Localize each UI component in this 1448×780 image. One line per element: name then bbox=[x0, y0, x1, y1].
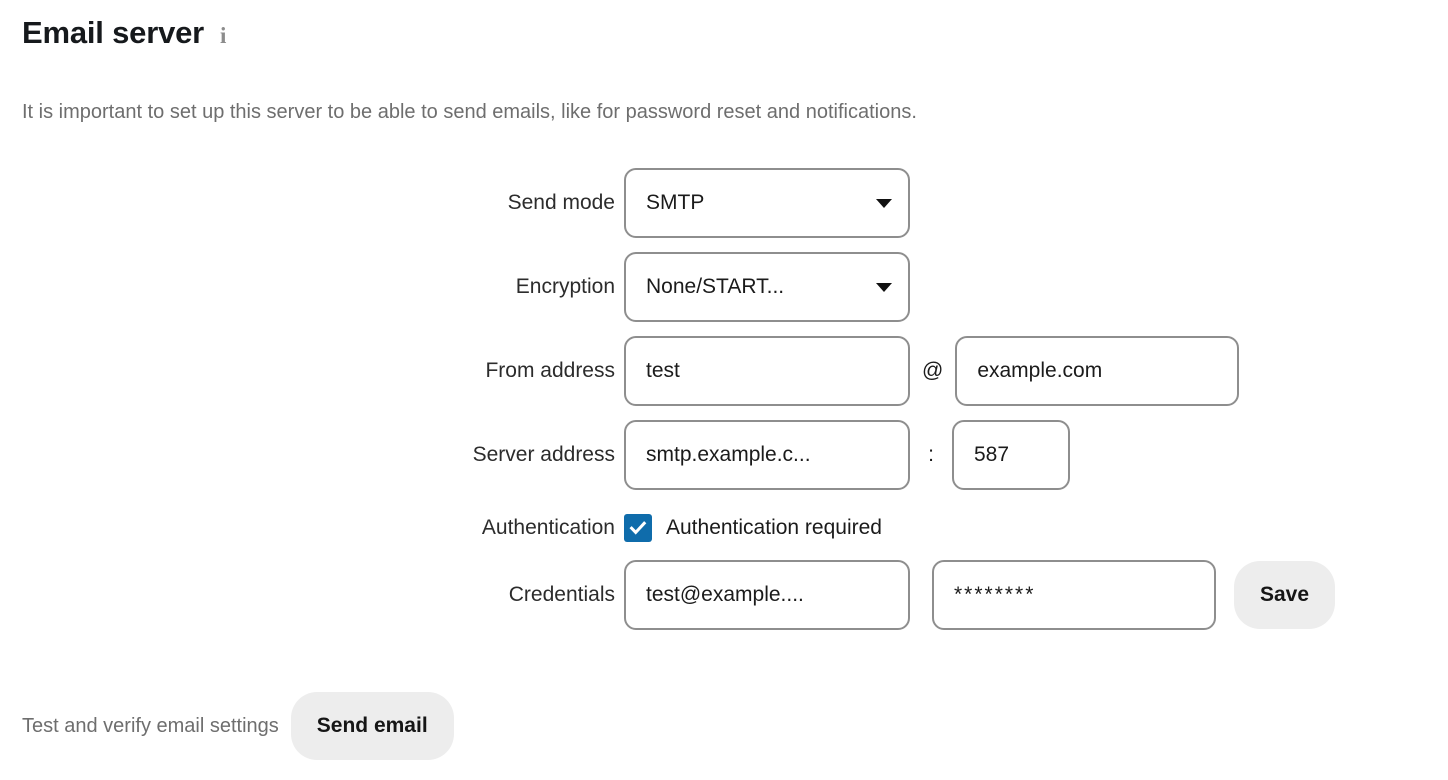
checkbox-box bbox=[624, 514, 652, 542]
test-email-label: Test and verify email settings bbox=[22, 714, 279, 737]
save-button[interactable]: Save bbox=[1234, 561, 1336, 629]
authentication-checkbox-label: Authentication required bbox=[666, 516, 882, 539]
email-server-form: Send mode SMTP Encryption None/START... … bbox=[0, 168, 1448, 644]
from-address-domain-value: example.com bbox=[977, 359, 1103, 382]
form-row-encryption: Encryption None/START... bbox=[0, 252, 1448, 322]
send-mode-value: SMTP bbox=[646, 191, 705, 214]
send-email-button[interactable]: Send email bbox=[290, 692, 454, 760]
server-port-value: 587 bbox=[974, 443, 1010, 466]
authentication-label: Authentication bbox=[481, 516, 615, 539]
info-icon[interactable]: i bbox=[220, 22, 227, 48]
from-address-user-input[interactable]: test bbox=[624, 336, 910, 406]
chevron-down-icon bbox=[876, 198, 892, 208]
credentials-username-input[interactable]: test@example.... bbox=[624, 560, 910, 630]
test-email-row: Test and verify email settings Send emai… bbox=[22, 692, 454, 760]
send-mode-select[interactable]: SMTP bbox=[624, 168, 910, 238]
form-row-authentication: Authentication Authentication required bbox=[0, 504, 1448, 552]
server-port-input[interactable]: 587 bbox=[952, 420, 1070, 490]
from-address-label: From address bbox=[485, 359, 615, 382]
form-row-credentials: Credentials test@example.... ******** Sa… bbox=[0, 560, 1448, 630]
from-address-user-value: test bbox=[646, 359, 680, 382]
at-separator: @ bbox=[922, 359, 944, 382]
page-title: Email server bbox=[22, 15, 205, 50]
page-description: It is important to set up this server to… bbox=[22, 101, 917, 123]
server-address-label: Server address bbox=[472, 443, 615, 466]
authentication-required-checkbox[interactable]: Authentication required bbox=[624, 514, 882, 542]
encryption-select[interactable]: None/START... bbox=[624, 252, 910, 322]
check-icon bbox=[629, 521, 647, 535]
encryption-label: Encryption bbox=[515, 275, 615, 298]
server-host-value: smtp.example.c... bbox=[646, 443, 811, 466]
form-row-from-address: From address test @ example.com bbox=[0, 336, 1448, 406]
credentials-label: Credentials bbox=[508, 583, 615, 606]
encryption-value: None/START... bbox=[646, 275, 785, 298]
credentials-password-input[interactable]: ******** bbox=[932, 560, 1216, 630]
chevron-down-icon bbox=[876, 282, 892, 292]
server-host-input[interactable]: smtp.example.c... bbox=[624, 420, 910, 490]
credentials-password-value: ******** bbox=[954, 583, 1036, 606]
form-row-send-mode: Send mode SMTP bbox=[0, 168, 1448, 238]
form-row-server-address: Server address smtp.example.c... : 587 bbox=[0, 420, 1448, 490]
page-header: Email server i bbox=[22, 15, 227, 50]
send-mode-label: Send mode bbox=[507, 191, 615, 214]
from-address-domain-input[interactable]: example.com bbox=[955, 336, 1240, 406]
credentials-username-value: test@example.... bbox=[646, 583, 804, 606]
colon-separator: : bbox=[928, 443, 934, 466]
